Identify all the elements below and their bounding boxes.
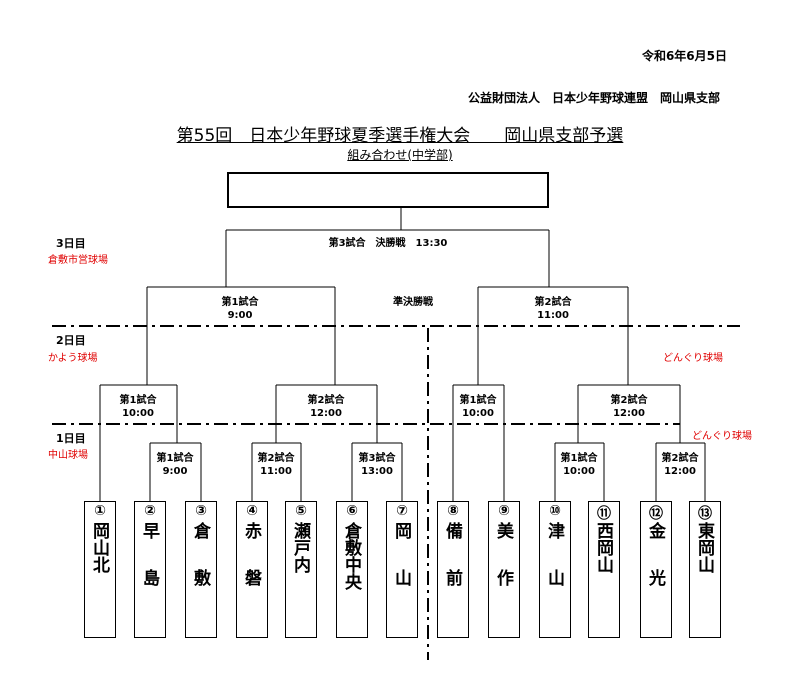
champion-box [227, 172, 549, 208]
day2-right2-name: 第2試合 [610, 395, 648, 406]
page-title: 第55回 日本少年野球夏季選手権大会 岡山県支部予選 [176, 126, 624, 146]
day1-venue-right: どんぐり球場 [692, 431, 752, 442]
team-number: ① [94, 503, 106, 519]
team-number: ⑧ [447, 503, 459, 519]
team-name: 津山 [544, 522, 564, 616]
team-number: ② [144, 503, 156, 519]
team-box: ① 岡山北 [84, 501, 116, 638]
team-name: 瀬戸内 [290, 522, 310, 573]
semifinal-label: 準決勝戦 [393, 297, 433, 308]
team-number: ⑦ [396, 503, 408, 519]
day1-venue-left: 中山球場 [48, 450, 88, 461]
day1-right1-time: 10:00 [563, 466, 595, 477]
day2-left1-time: 10:00 [122, 408, 154, 419]
team-name: 早島 [139, 522, 159, 616]
team-box: ⑧ 備前 [437, 501, 469, 638]
semifinal-left-name: 第1試合 [221, 297, 259, 308]
day2-left2-time: 12:00 [310, 408, 342, 419]
team-name: 西岡山 [593, 522, 613, 573]
team-name: 倉敷中央 [341, 522, 361, 590]
day2-right1-name: 第1試合 [459, 395, 497, 406]
day1-left3-time: 13:00 [361, 466, 393, 477]
team-name: 倉敷 [190, 522, 210, 616]
day1-right2-name: 第2試合 [661, 453, 699, 464]
team-number: ⑩ [549, 503, 561, 519]
team-number: ⑨ [498, 503, 510, 519]
team-name: 金光 [645, 522, 665, 616]
day1-right1-name: 第1試合 [560, 453, 598, 464]
team-number: ④ [246, 503, 258, 519]
team-box: ④ 赤磐 [236, 501, 268, 638]
semifinal-right-time: 11:00 [537, 310, 569, 321]
team-number: ③ [195, 503, 207, 519]
team-box: ⑩ 津山 [539, 501, 571, 638]
team-name: 岡山北 [89, 522, 109, 573]
team-name: 美作 [493, 522, 513, 616]
day2-left1-name: 第1試合 [119, 395, 157, 406]
day3-venue: 倉敷市営球場 [48, 255, 108, 266]
team-number: ⑬ [698, 506, 712, 522]
page-subtitle: 組み合わせ(中学部) [347, 148, 453, 162]
day1-left1-name: 第1試合 [156, 453, 194, 464]
team-number: ⑫ [649, 506, 663, 522]
organization-name: 公益財団法人 日本少年野球連盟 岡山県支部 [467, 91, 720, 105]
semifinal-right-name: 第2試合 [534, 297, 572, 308]
day2-venue-right: どんぐり球場 [663, 353, 723, 364]
team-number: ⑪ [597, 506, 611, 522]
day2-right1-time: 10:00 [462, 408, 494, 419]
document-date: 令和6年6月5日 [641, 49, 727, 63]
team-name: 東岡山 [694, 522, 714, 573]
day2-label: 2日目 [56, 334, 86, 347]
day1-label: 1日目 [56, 432, 86, 445]
team-box: ③ 倉敷 [185, 501, 217, 638]
day1-left3-name: 第3試合 [358, 453, 396, 464]
day1-left2-name: 第2試合 [257, 453, 295, 464]
team-box: ② 早島 [134, 501, 166, 638]
day1-left1-time: 9:00 [162, 466, 188, 477]
team-box: ⑨ 美作 [488, 501, 520, 638]
team-box: ⑤ 瀬戸内 [285, 501, 317, 638]
day1-right2-time: 12:00 [664, 466, 696, 477]
day3-label: 3日目 [56, 237, 86, 250]
semifinal-left-time: 9:00 [227, 310, 253, 321]
team-number: ⑤ [295, 503, 307, 519]
day2-venue-left: かよう球場 [48, 353, 98, 364]
team-box: ⑥ 倉敷中央 [336, 501, 368, 638]
day2-left2-name: 第2試合 [307, 395, 345, 406]
team-name: 備前 [442, 522, 462, 616]
final-label: 第3試合 決勝戦 13:30 [328, 238, 448, 249]
day2-right2-time: 12:00 [613, 408, 645, 419]
team-box: ⑦ 岡山 [386, 501, 418, 638]
team-number: ⑥ [346, 503, 358, 519]
day1-left2-time: 11:00 [260, 466, 292, 477]
team-name: 岡山 [391, 522, 411, 616]
team-name: 赤磐 [241, 522, 261, 616]
